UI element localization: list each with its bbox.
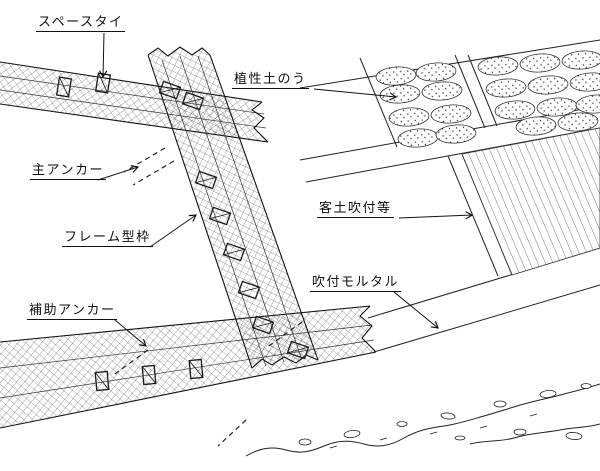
leader-shotcrete [393,291,439,329]
leader-soil-bags [313,88,398,101]
leader-lines [97,32,474,347]
hatch-panel [461,127,600,276]
label-aux-anchor: 補助アンカー [27,303,118,320]
label-shotcrete: 吹付モルタル [310,275,402,292]
label-soil-spray: 客土吹付等 [317,201,394,218]
ground-line [245,383,600,457]
leader-aux-anchor [114,319,147,347]
leader-frame-formwork [149,214,197,248]
label-frame-formwork: フレーム型枠 [62,230,153,247]
leader-space-tie [99,32,108,79]
leader-main-anchor [97,164,140,181]
soil-bags [375,50,600,148]
label-space-tie: スペースタイ [36,15,126,32]
pebbles [298,383,592,449]
label-soil-bags: 植性土のう [232,72,309,89]
leader-soil-spray [398,211,474,220]
space-ties [55,72,310,392]
vertical-frame-beam [147,46,319,369]
bottom-frame-beam [0,305,377,429]
label-main-anchor: 主アンカー [30,163,106,180]
